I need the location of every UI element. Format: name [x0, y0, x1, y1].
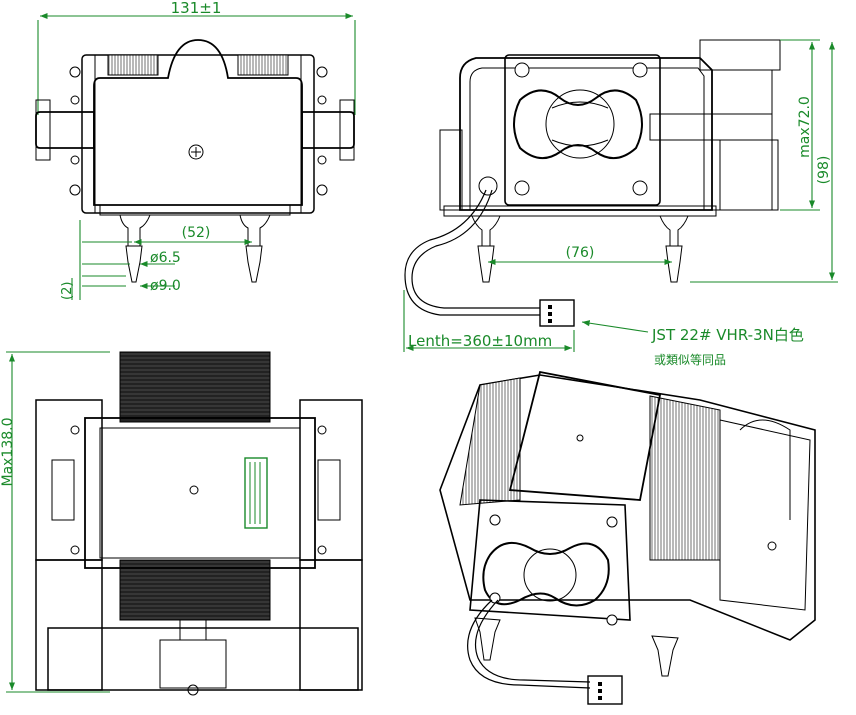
dim-inner-diameter: ø6.5 [150, 250, 181, 266]
dim-max-height: max72.0 [797, 96, 813, 158]
side-view [403, 39, 838, 352]
connector-alt-label: 或類似等同品 [654, 353, 726, 367]
dim-pitch-front: (52) [182, 225, 211, 241]
lead-length-label: Lenth=360±10mm [408, 332, 552, 350]
dim-overall-height: (98) [816, 156, 832, 185]
front-view [35, 12, 356, 300]
dim-pitch-side: (76) [566, 245, 595, 261]
dim-max-length: Max138.0 [0, 417, 16, 486]
isometric-view [439, 370, 816, 705]
top-view [6, 351, 363, 696]
dim-outer-diameter: ø9.0 [150, 278, 181, 294]
connector-spec-label: JST 22# VHR-3N白色 [651, 326, 804, 344]
dim-nozzle-step: (2) [60, 282, 75, 300]
dim-top-width: 131±1 [171, 0, 222, 17]
